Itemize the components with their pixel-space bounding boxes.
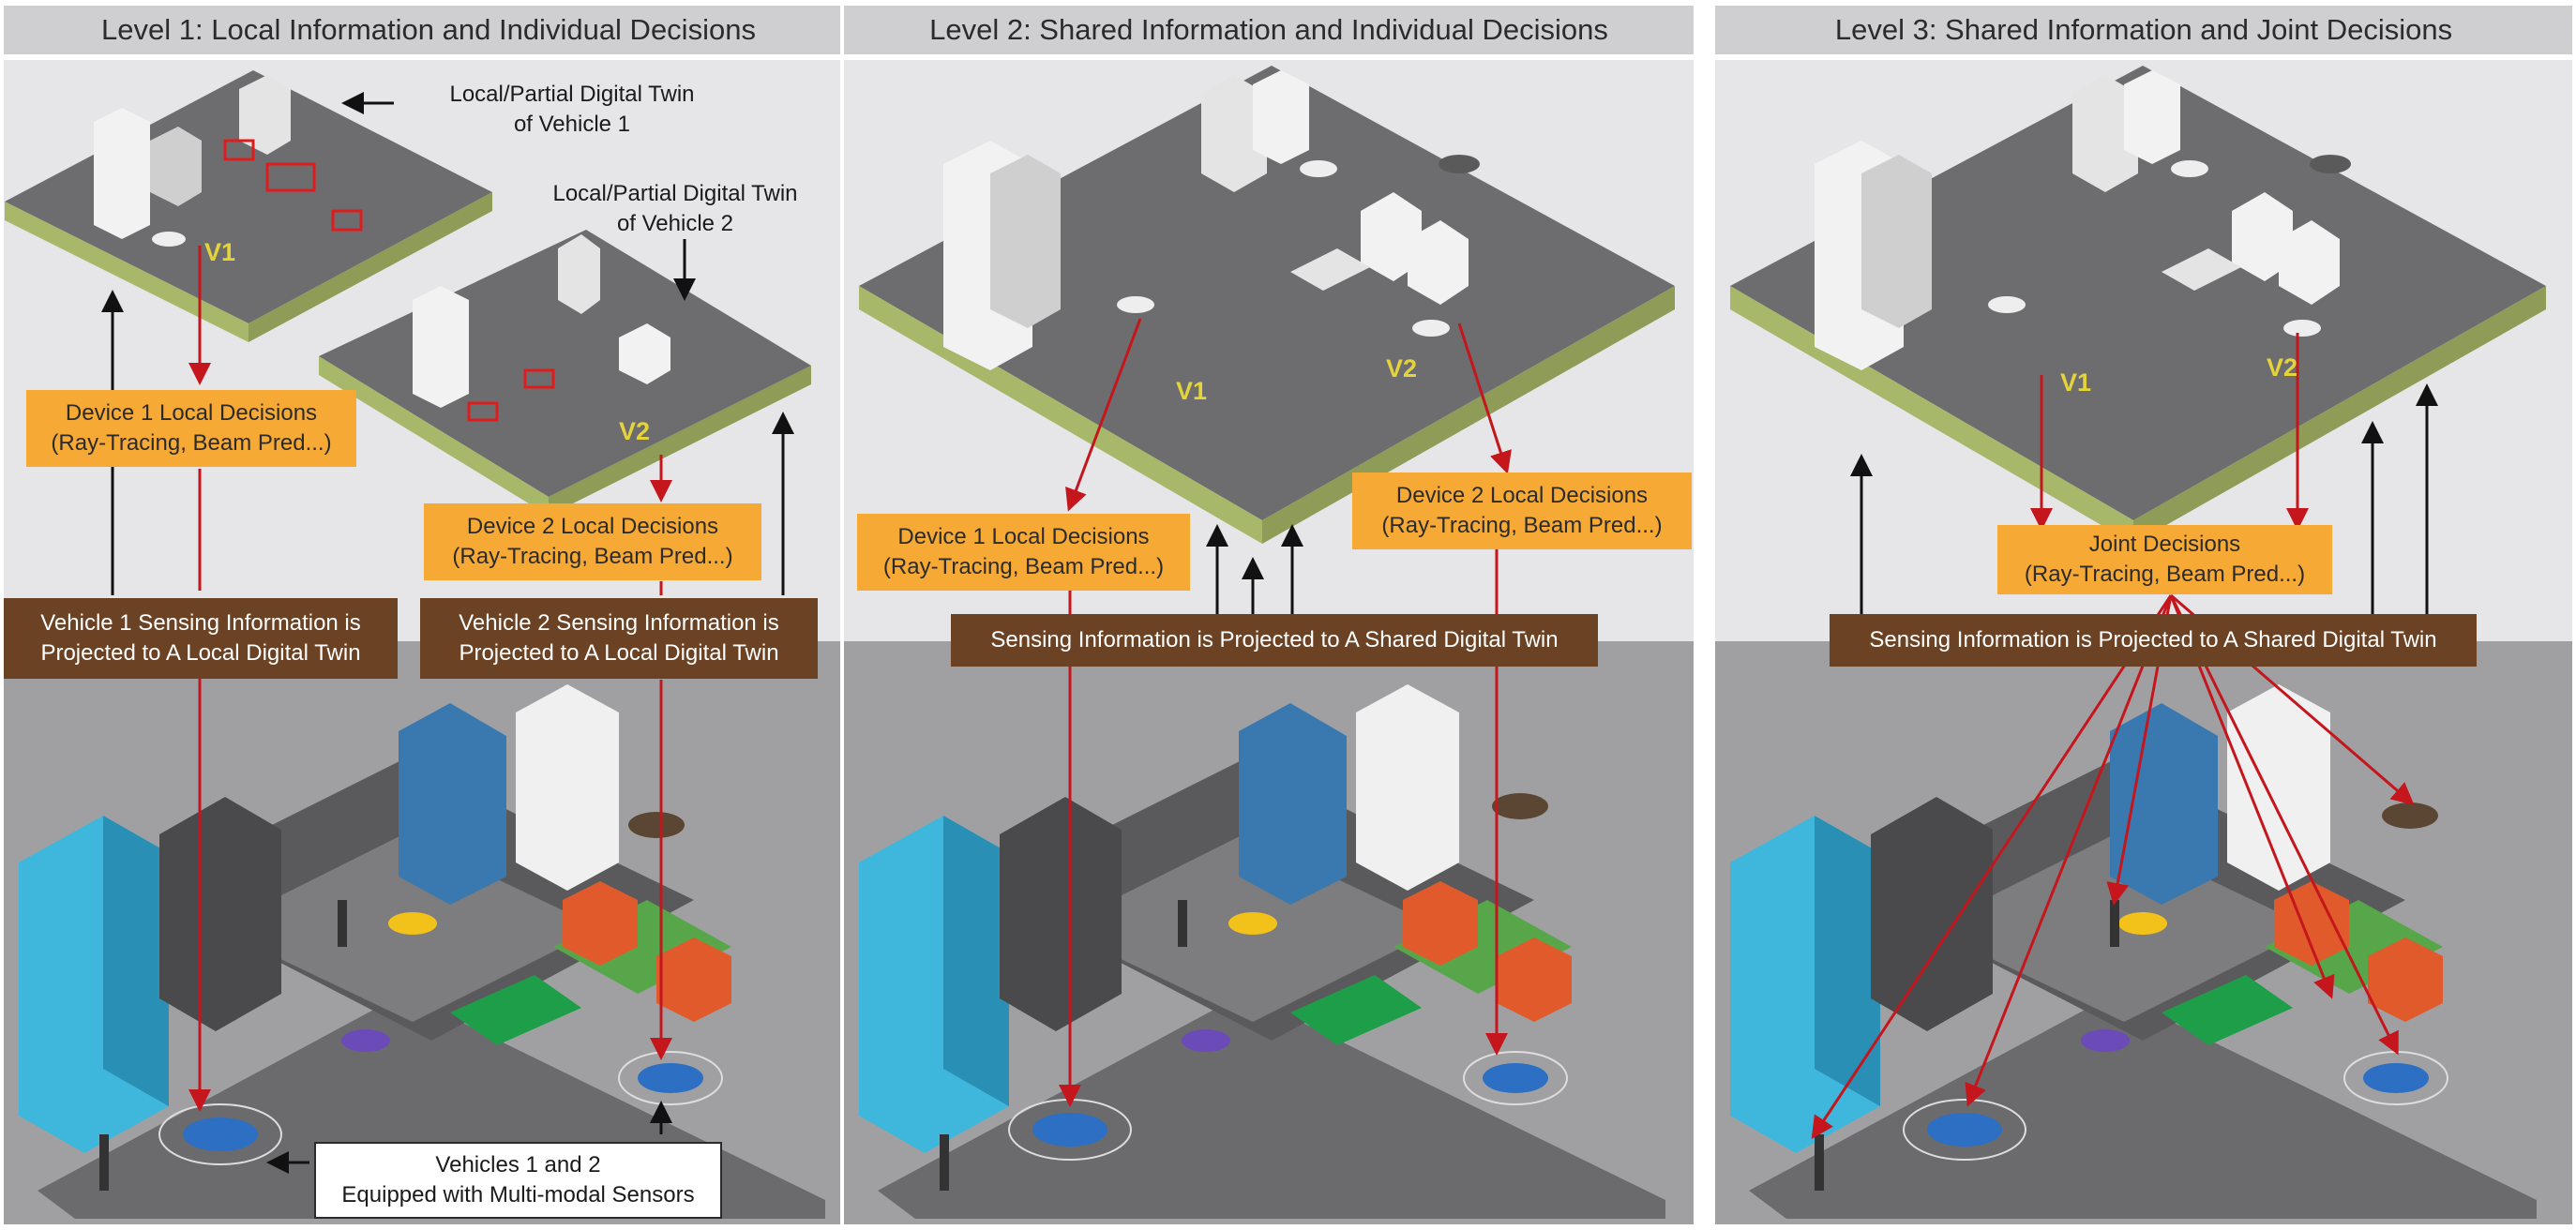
panel-title: Level 3: Shared Information and Joint De… bbox=[1715, 6, 2572, 54]
device-1-decisions-box: Device 1 Local Decisions (Ray-Tracing, B… bbox=[857, 514, 1190, 591]
panel-level-1: Level 1: Local Information and Individua… bbox=[0, 0, 857, 1230]
scene-level-3 bbox=[1730, 66, 2546, 1219]
panel-title: Level 2: Shared Information and Individu… bbox=[844, 6, 1694, 54]
physical-city bbox=[19, 684, 825, 1219]
vehicle-1-sensing-box: Vehicle 1 Sensing Information is Project… bbox=[4, 598, 398, 679]
shared-sensing-box: Sensing Information is Projected to A Sh… bbox=[1830, 614, 2477, 667]
office-tower-icon bbox=[399, 703, 506, 905]
twin-1-caption: Local/Partial Digital Twin of Vehicle 1 bbox=[449, 81, 695, 137]
joint-decisions-box: Joint Decisions (Ray-Tracing, Beam Pred.… bbox=[1997, 525, 2332, 594]
base-station-icon bbox=[940, 1134, 949, 1191]
physical-city bbox=[859, 684, 1665, 1219]
house-icon bbox=[1403, 881, 1478, 966]
local-twin-vehicle-1 bbox=[5, 70, 492, 342]
vehicle-2-icon bbox=[2363, 1063, 2429, 1093]
house-icon bbox=[2368, 938, 2443, 1022]
bus-icon bbox=[1290, 975, 1422, 1045]
vehicle-1-icon bbox=[1927, 1113, 2002, 1147]
van-icon bbox=[628, 812, 685, 838]
red-arrows bbox=[1059, 318, 1512, 1107]
vehicle-1-icon bbox=[1032, 1113, 1107, 1147]
bus-icon bbox=[450, 975, 581, 1045]
vehicle-1-label: V1 bbox=[2060, 368, 2092, 397]
house-icon bbox=[1497, 938, 1572, 1022]
taxi-icon bbox=[1228, 912, 1277, 935]
device-2-decisions-box: Device 2 Local Decisions (Ray-Tracing, B… bbox=[424, 503, 761, 580]
black-arrows bbox=[1206, 524, 1303, 614]
base-station-icon bbox=[99, 1134, 109, 1191]
panel-level-3: Level 3: Shared Information and Joint De… bbox=[1711, 0, 2576, 1230]
van-icon bbox=[1492, 793, 1548, 819]
house-icon bbox=[563, 881, 638, 966]
panel-level-2: Level 2: Shared Information and Individu… bbox=[840, 0, 1697, 1230]
black-arrows bbox=[1850, 383, 2438, 614]
office-tower-icon bbox=[1239, 703, 1347, 905]
vehicle-2-label: V2 bbox=[2267, 353, 2298, 382]
vehicle-2-sensing-box: Vehicle 2 Sensing Information is Project… bbox=[420, 598, 818, 679]
apartment-tower-icon bbox=[1356, 684, 1459, 891]
base-station-icon bbox=[2110, 900, 2119, 947]
car-icon bbox=[1182, 1029, 1230, 1052]
van-icon bbox=[2382, 802, 2438, 829]
apartment-tower-icon bbox=[516, 684, 619, 891]
vehicles-note-box: Vehicles 1 and 2 Equipped with Multi-mod… bbox=[314, 1142, 722, 1219]
house-icon bbox=[656, 938, 731, 1022]
base-station-icon bbox=[1815, 1134, 1824, 1191]
vehicle-1-icon bbox=[183, 1118, 258, 1151]
shared-digital-twin bbox=[1730, 66, 2546, 544]
shared-sensing-box: Sensing Information is Projected to A Sh… bbox=[951, 614, 1598, 667]
vehicle-2-icon bbox=[1483, 1063, 1548, 1093]
base-station-icon bbox=[338, 900, 347, 947]
device-1-decisions-box: Device 1 Local Decisions (Ray-Tracing, B… bbox=[26, 390, 356, 467]
vehicle-1-label: V1 bbox=[1176, 377, 1208, 405]
twin-2-caption: Local/Partial Digital Twin of Vehicle 2 bbox=[552, 180, 798, 236]
red-arrows bbox=[188, 246, 672, 1112]
office-tower-icon bbox=[2110, 703, 2218, 905]
vehicle-2-icon bbox=[638, 1063, 703, 1093]
car-icon bbox=[341, 1029, 390, 1052]
bus-icon bbox=[2162, 975, 2293, 1045]
vehicle-1-label: V1 bbox=[204, 238, 236, 266]
vehicle-2-label: V2 bbox=[1386, 354, 1418, 382]
local-twin-vehicle-2 bbox=[319, 230, 811, 516]
vehicle-2-label: V2 bbox=[619, 417, 651, 445]
device-2-decisions-box: Device 2 Local Decisions (Ray-Tracing, B… bbox=[1352, 472, 1692, 549]
taxi-icon bbox=[388, 912, 437, 935]
apartment-tower-icon bbox=[2227, 684, 2330, 891]
scene-level-2 bbox=[859, 66, 1675, 1219]
car-icon bbox=[2081, 1029, 2130, 1052]
taxi-icon bbox=[2118, 912, 2167, 935]
physical-city bbox=[1730, 684, 2537, 1219]
base-station-icon bbox=[1178, 900, 1187, 947]
panel-title: Level 1: Local Information and Individua… bbox=[4, 6, 853, 54]
